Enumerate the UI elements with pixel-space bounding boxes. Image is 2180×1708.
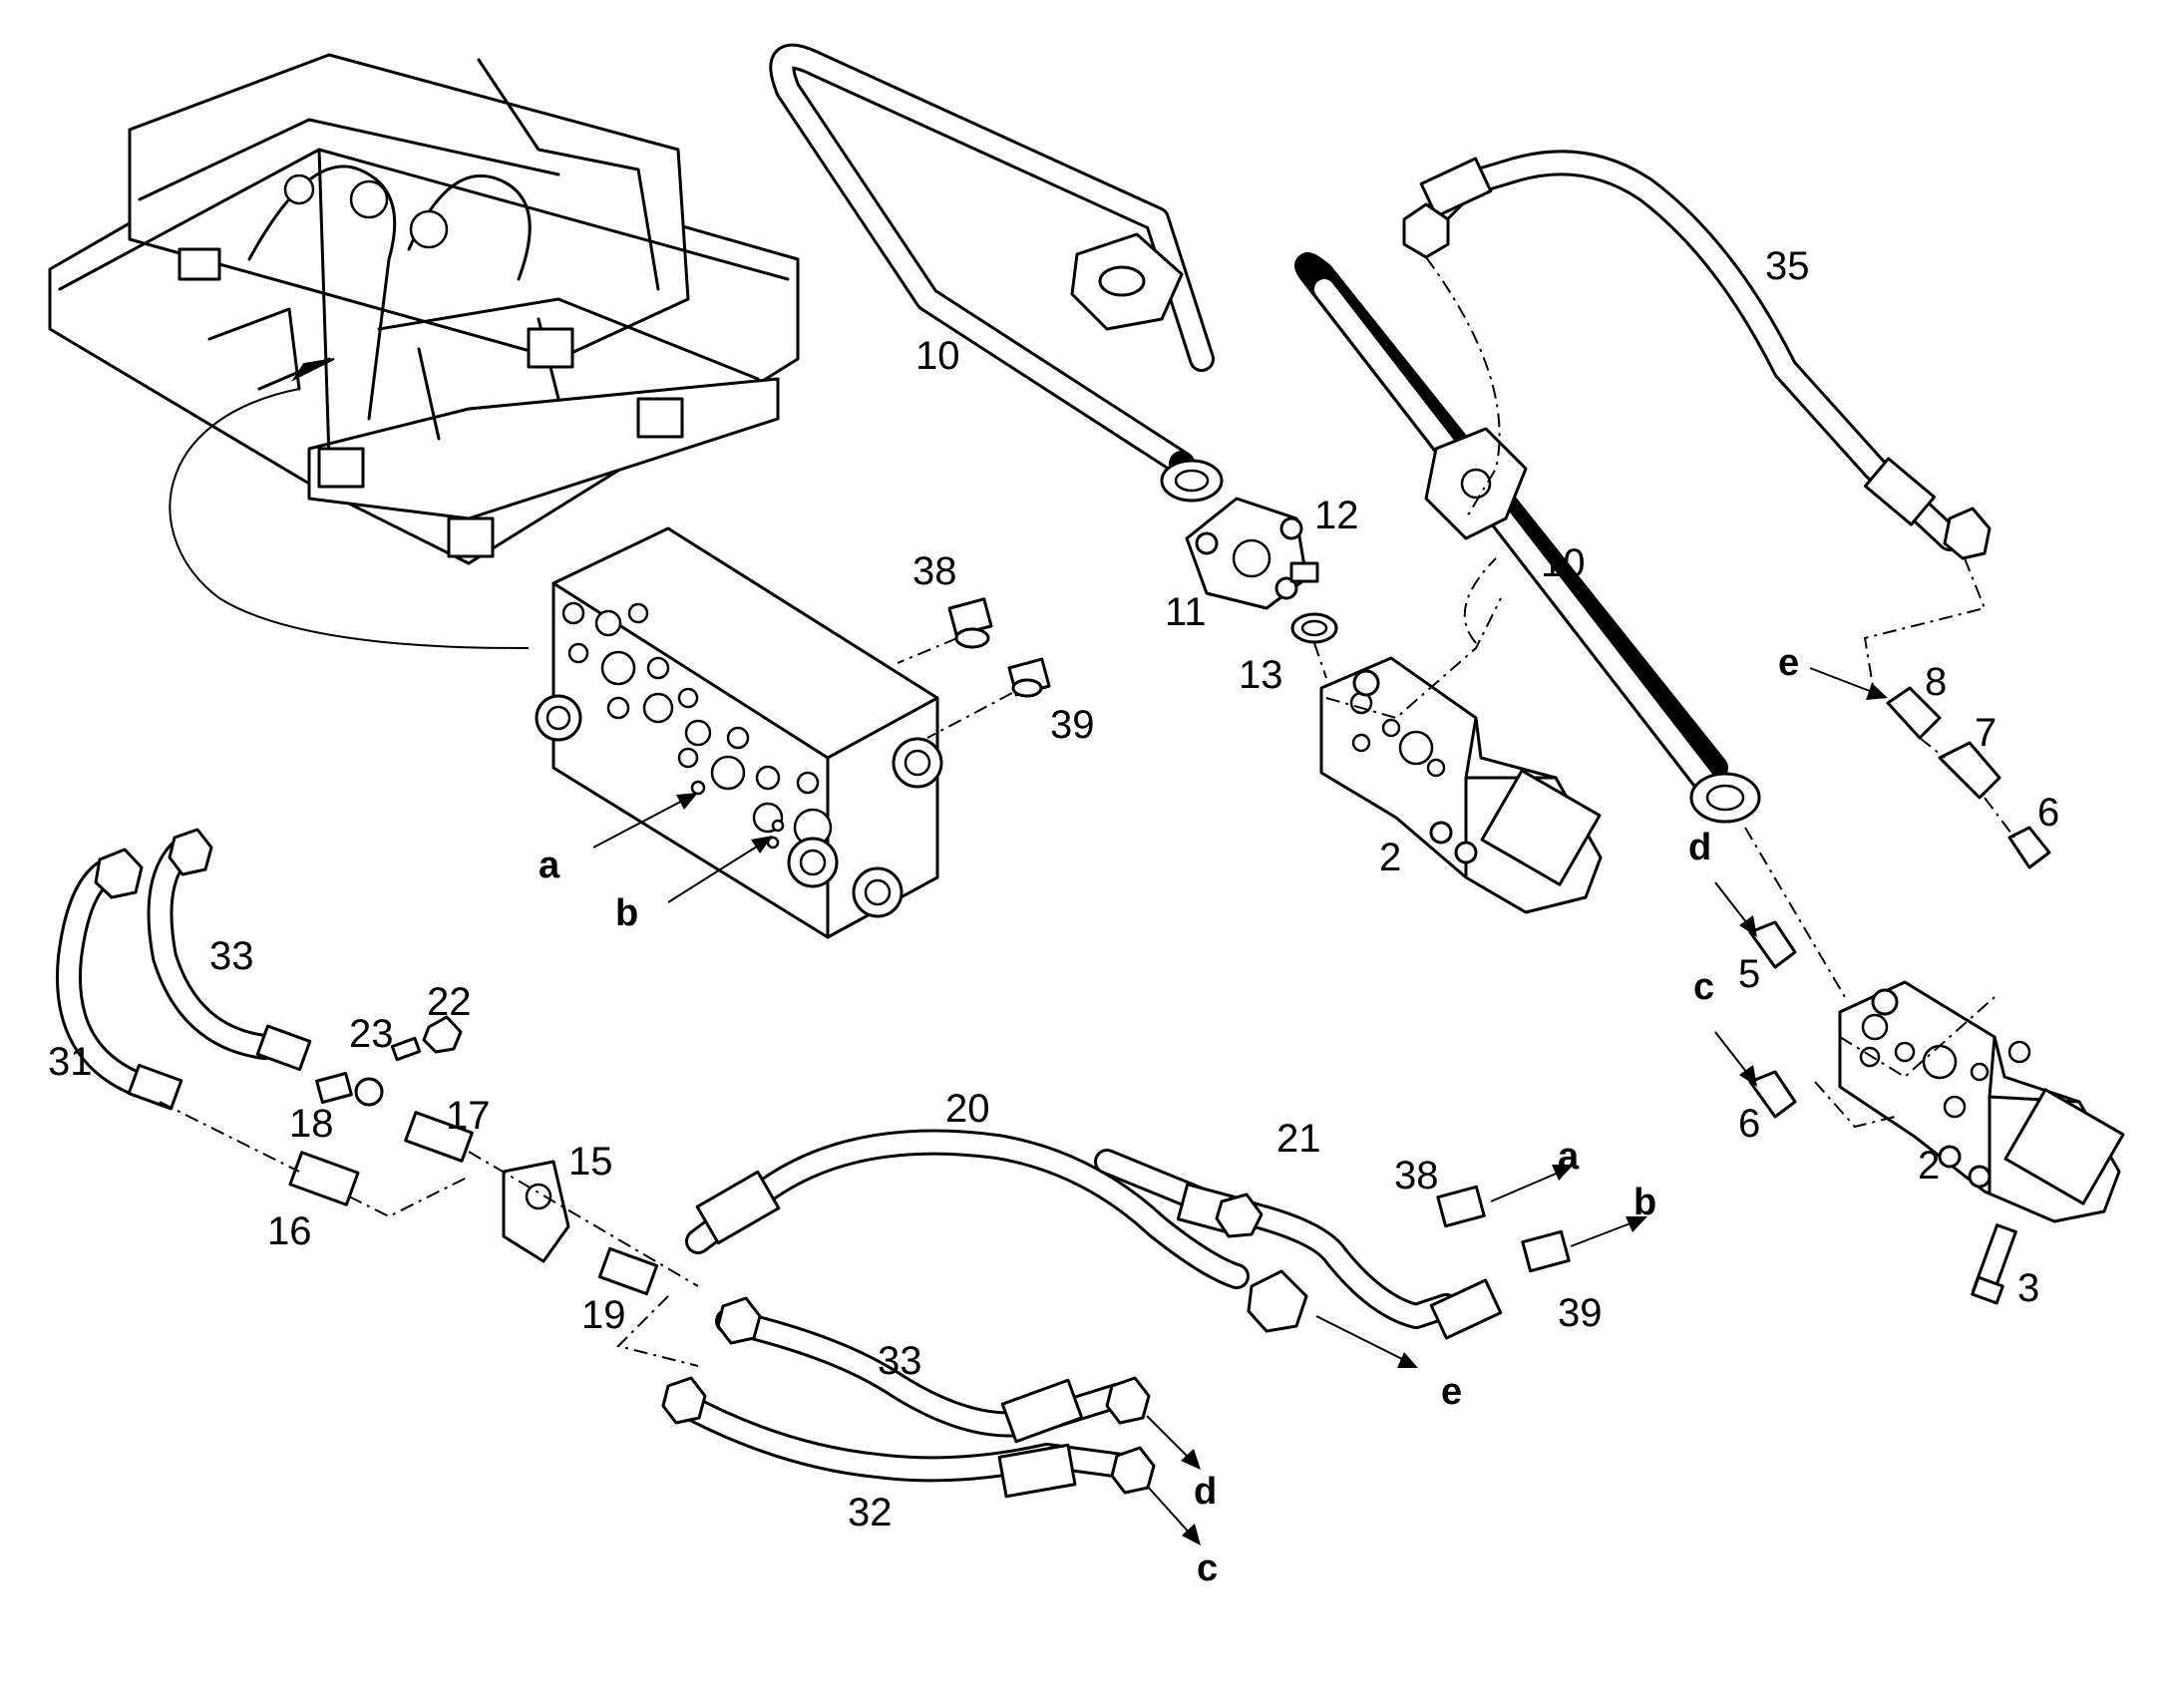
label-connection-d-upper: d	[1688, 827, 1711, 868]
label-part-38-upper: 38	[912, 549, 957, 593]
part-number-labels: 10 10 11 12 13 35 38 39 2 2 3 8 7 6 5 6 …	[48, 244, 2059, 1535]
label-part-33-lower: 33	[878, 1339, 922, 1383]
label-connection-b-left: b	[615, 892, 638, 934]
hose-fitting-icon	[897, 597, 1571, 1273]
label-part-6-upper: 6	[2037, 791, 2059, 835]
label-part-33-upper: 33	[209, 934, 254, 978]
bolt-icon	[1971, 1223, 2017, 1305]
label-part-39-upper: 39	[1050, 703, 1095, 747]
label-part-10-upper: 10	[915, 334, 960, 378]
label-part-2-right: 2	[1918, 1144, 1940, 1188]
label-connection-c-upper: c	[1693, 966, 1714, 1008]
label-connection-a-right: a	[1558, 1136, 1580, 1178]
label-connection-e-lower: e	[1441, 1371, 1462, 1413]
hydraulic-hose-icon	[661, 1296, 1156, 1499]
label-part-22: 22	[427, 980, 472, 1024]
label-part-38-lower: 38	[1394, 1154, 1439, 1197]
label-part-5: 5	[1738, 952, 1760, 996]
split-flange-icon	[1185, 497, 1338, 679]
label-part-8: 8	[1925, 660, 1947, 704]
hydraulic-hose-icon	[769, 43, 1224, 503]
connection-letter-labels: a b a b c d e e d c	[539, 642, 1799, 1589]
label-part-21: 21	[1276, 1117, 1321, 1161]
label-part-17: 17	[446, 1094, 491, 1138]
label-part-15: 15	[568, 1140, 613, 1184]
label-part-7: 7	[1975, 711, 1997, 755]
label-connection-a-left: a	[539, 845, 560, 886]
connection-arrows	[592, 667, 1888, 1545]
machine-frame-icon	[48, 53, 800, 565]
label-part-23: 23	[349, 1012, 394, 1056]
hydraulic-hose-icon	[1094, 1149, 1503, 1340]
hydraulic-hose-icon	[56, 828, 312, 1111]
control-valve-icon	[1319, 557, 1603, 914]
label-part-2-middle: 2	[1379, 836, 1401, 879]
hose-fitting-icon	[159, 1015, 699, 1367]
label-part-6-lower: 6	[1738, 1102, 1760, 1146]
label-part-3: 3	[2017, 1266, 2039, 1310]
label-part-39-lower: 39	[1558, 1291, 1603, 1335]
label-connection-d-lower: d	[1194, 1471, 1217, 1513]
label-part-12: 12	[1314, 494, 1359, 537]
label-connection-c-lower: c	[1197, 1547, 1218, 1589]
label-part-11: 11	[1165, 590, 1207, 634]
hydraulic-hose-icon	[1294, 252, 1761, 824]
label-connection-e-upper: e	[1778, 642, 1799, 684]
label-part-16: 16	[267, 1209, 312, 1253]
frame-to-manifold-leader	[169, 388, 530, 649]
hydraulic-hose-icon	[685, 1129, 1308, 1333]
valve-manifold-icon	[535, 526, 943, 939]
label-part-10-lower: 10	[1541, 541, 1586, 585]
label-part-20: 20	[945, 1087, 990, 1131]
label-part-31: 31	[48, 1040, 93, 1084]
hydraulic-hose-icon	[1402, 150, 1992, 699]
label-part-32: 32	[848, 1491, 893, 1535]
label-part-35: 35	[1765, 244, 1810, 288]
label-part-18: 18	[289, 1102, 334, 1146]
label-part-13: 13	[1239, 653, 1283, 697]
label-connection-b-right: b	[1634, 1182, 1656, 1223]
hose-fitting-icon	[1744, 686, 2051, 1119]
control-valve-icon	[1814, 980, 2125, 1223]
label-part-19: 19	[581, 1293, 626, 1337]
